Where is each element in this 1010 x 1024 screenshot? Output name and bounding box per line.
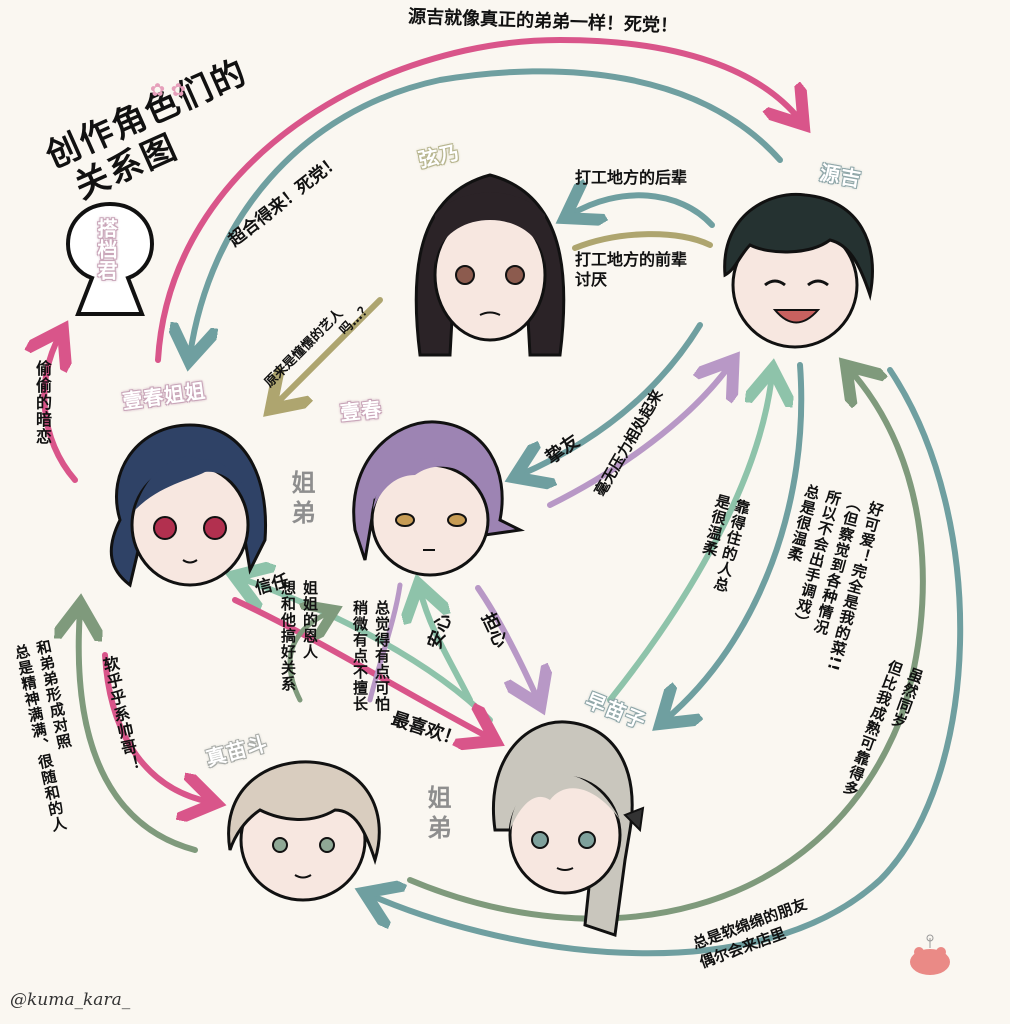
note-bad-at-col1: 总觉得有点可怕 (373, 600, 391, 712)
note-want-sister-col1: 想和他搞好关系 (279, 580, 297, 692)
character-yumino[interactable] (400, 155, 580, 365)
bear-mascot-icon (905, 930, 955, 980)
artist-signature: @kuma_kara_ (10, 990, 131, 1010)
note-secret-crush: 偷偷的暗恋 (33, 360, 52, 445)
note-kohai: 打工地方的后辈 (575, 168, 688, 187)
sibling-label-right: 姐弟 (423, 785, 451, 845)
note-senpai: 打工地方的前辈 讨厌 (575, 250, 687, 290)
note-want-sister: 姐姐的恩人 想和他搞好关系 (278, 580, 320, 692)
character-manaeto[interactable] (215, 750, 390, 910)
flower-decoration-icon: ✿ ✿ (150, 80, 186, 101)
note-bad-at: 总觉得有点可怕 稍微有点不擅长 (350, 600, 392, 712)
character-sanaeko[interactable] (475, 710, 650, 940)
sibling-label-left: 姐弟 (287, 470, 315, 530)
character-ichiharu[interactable] (335, 410, 525, 585)
note-bad-at-col2: 稍微有点不擅长 (351, 600, 369, 712)
note-senpai-line1: 打工地方的前辈 (575, 250, 688, 269)
character-ichiharu-sister[interactable] (90, 410, 280, 600)
note-want-sister-col2: 姐姐的恩人 (301, 580, 319, 660)
note-senpai-line2: 讨厌 (575, 270, 608, 289)
character-genkichi[interactable] (710, 185, 880, 360)
character-name-partner: 搭档君 (94, 218, 118, 281)
partner-keyhole-icon (60, 200, 160, 320)
character-name-ichiharu: 壹春 (339, 396, 384, 426)
